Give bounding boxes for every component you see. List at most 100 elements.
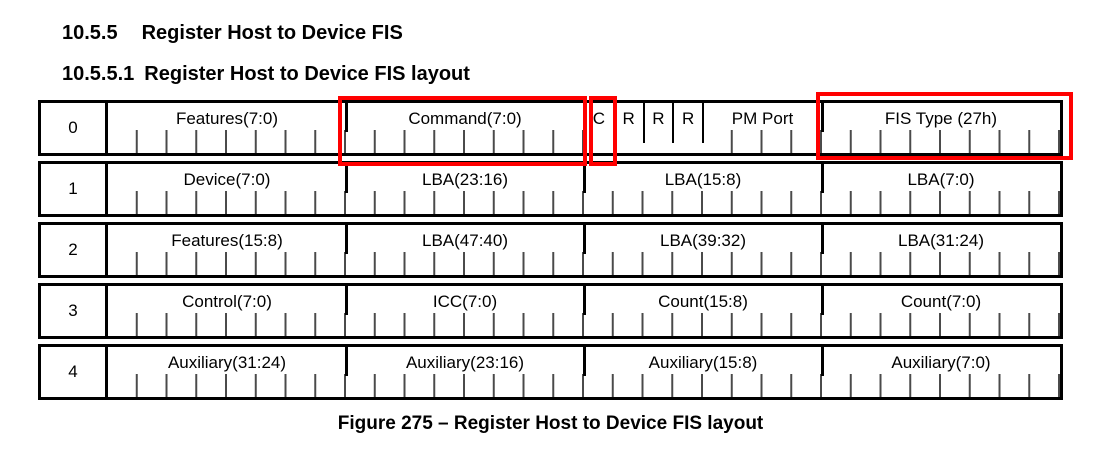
fis-row-3: 3 Control(7:0) ICC(7:0) Count(15:8)	[38, 283, 1063, 339]
row-number: 1	[41, 164, 108, 214]
bit-tick-marks	[584, 374, 822, 397]
field-label: ICC(7:0)	[432, 292, 498, 311]
field-icc-7-0: ICC(7:0)	[345, 286, 584, 336]
field-label: LBA(7:0)	[907, 170, 975, 189]
field-auxiliary-23-16: Auxiliary(23:16)	[345, 347, 584, 397]
bit-tick-marks	[108, 130, 346, 153]
row-number: 2	[41, 225, 108, 275]
byte-separator	[583, 225, 586, 254]
field-count-15-8: Count(15:8)	[583, 286, 822, 336]
figure-caption: Figure 275 – Register Host to Device FIS…	[337, 413, 764, 434]
byte-separator	[821, 347, 824, 376]
fis-row-4: 4 Auxiliary(31:24) Auxiliary(23:16) Auxi…	[38, 344, 1063, 400]
bit-tick-marks	[346, 191, 584, 214]
byte-separator	[583, 286, 586, 315]
row-3-fields: Control(7:0) ICC(7:0) Count(15:8) Count(…	[108, 286, 1060, 336]
field-lba-47-40: LBA(47:40)	[345, 225, 584, 275]
field-features-15-8: Features(15:8)	[108, 225, 346, 275]
field-label: Count(15:8)	[658, 292, 748, 311]
field-pm-port: PM Port	[702, 103, 822, 153]
bit-tick-marks	[346, 252, 584, 275]
field-label: LBA(31:24)	[898, 231, 984, 250]
field-label: Count(7:0)	[900, 292, 982, 311]
field-label: LBA(39:32)	[660, 231, 746, 250]
bit-tick-marks	[108, 191, 346, 214]
bit-tick-marks	[584, 191, 822, 214]
bit-tick-marks	[822, 130, 1060, 153]
subsection-number: 10.5.5.1	[62, 63, 135, 85]
field-label: LBA(47:40)	[422, 231, 508, 250]
byte-separator	[345, 225, 348, 254]
row-2-fields: Features(15:8) LBA(47:40) LBA(39:32) LBA…	[108, 225, 1060, 275]
field-features-7-0: Features(7:0)	[108, 103, 346, 153]
field-label: Auxiliary(31:24)	[167, 353, 287, 372]
bit-tick-marks	[822, 191, 1060, 214]
bit-tick-marks	[584, 313, 822, 336]
byte-separator	[821, 286, 824, 315]
byte-separator	[821, 164, 824, 193]
bit-tick-marks	[822, 252, 1060, 275]
field-lba-7-0: LBA(7:0)	[821, 164, 1060, 214]
field-lba-31-24: LBA(31:24)	[821, 225, 1060, 275]
field-label: C	[592, 109, 606, 128]
byte-separator	[345, 164, 348, 193]
fis-layout-table: 0 Features(7:0) Command(7:0) C R	[38, 100, 1063, 405]
byte-separator	[583, 347, 586, 376]
bit-tick-marks	[108, 252, 346, 275]
bit-tick-marks	[346, 313, 584, 336]
field-label: Features(7:0)	[175, 109, 279, 128]
row-number: 4	[41, 347, 108, 397]
field-label: Features(15:8)	[171, 231, 283, 250]
field-label: Auxiliary(15:8)	[648, 353, 758, 372]
subsection-heading: 10.5.5.1 Register Host to Device FIS layo…	[62, 63, 470, 85]
row-1-fields: Device(7:0) LBA(23:16) LBA(15:8) LBA(7:0…	[108, 164, 1060, 214]
byte-separator	[345, 347, 348, 376]
field-label: Command(7:0)	[408, 109, 522, 128]
field-label: R	[652, 109, 665, 128]
subsection-title: Register Host to Device FIS layout	[144, 63, 470, 85]
field-label: PM Port	[731, 109, 794, 128]
field-lba-15-8: LBA(15:8)	[583, 164, 822, 214]
bit-tick-marks	[822, 313, 1060, 336]
byte-separator	[821, 225, 824, 254]
field-label: FIS Type (27h)	[884, 109, 998, 128]
section-title: Register Host to Device FIS	[141, 22, 403, 44]
field-auxiliary-7-0: Auxiliary(7:0)	[821, 347, 1060, 397]
field-label: R	[681, 109, 695, 128]
fis-row-0: 0 Features(7:0) Command(7:0) C R	[38, 100, 1063, 156]
row-0-fields: Features(7:0) Command(7:0) C R	[108, 103, 1060, 153]
field-label: Auxiliary(23:16)	[405, 353, 525, 372]
bit-tick-marks	[346, 374, 584, 397]
bit-tick-marks	[108, 374, 346, 397]
bit-tick-marks	[584, 252, 822, 275]
field-control-7-0: Control(7:0)	[108, 286, 346, 336]
field-label: R	[622, 109, 635, 128]
byte-separator	[821, 103, 824, 132]
field-fis-type: FIS Type (27h)	[821, 103, 1060, 153]
bit-separator	[672, 103, 675, 143]
field-label: LBA(23:16)	[422, 170, 508, 189]
field-label: Auxiliary(7:0)	[891, 353, 991, 372]
field-auxiliary-31-24: Auxiliary(31:24)	[108, 347, 346, 397]
row-number: 3	[41, 286, 108, 336]
row-4-fields: Auxiliary(31:24) Auxiliary(23:16) Auxili…	[108, 347, 1060, 397]
byte-separator	[583, 164, 586, 193]
field-lba-39-32: LBA(39:32)	[583, 225, 822, 275]
field-reserved-bit-2: R	[642, 103, 674, 153]
field-c-bit: C	[583, 103, 614, 153]
byte-separator	[345, 103, 348, 132]
field-label: LBA(15:8)	[664, 170, 742, 189]
bit-separator	[702, 103, 704, 143]
fis-row-2: 2 Features(15:8) LBA(47:40) LBA(39:32)	[38, 222, 1063, 278]
bit-tick-marks	[703, 130, 822, 153]
fis-row-1: 1 Device(7:0) LBA(23:16) LBA(15:8)	[38, 161, 1063, 217]
section-heading: 10.5.5 Register Host to Device FIS	[62, 22, 403, 44]
field-device-7-0: Device(7:0)	[108, 164, 346, 214]
field-label: Device(7:0)	[183, 170, 271, 189]
field-reserved-bit-1: R	[612, 103, 644, 153]
field-lba-23-16: LBA(23:16)	[345, 164, 584, 214]
bit-tick-marks	[108, 313, 346, 336]
bit-separator	[642, 103, 645, 143]
section-number: 10.5.5	[62, 22, 118, 44]
